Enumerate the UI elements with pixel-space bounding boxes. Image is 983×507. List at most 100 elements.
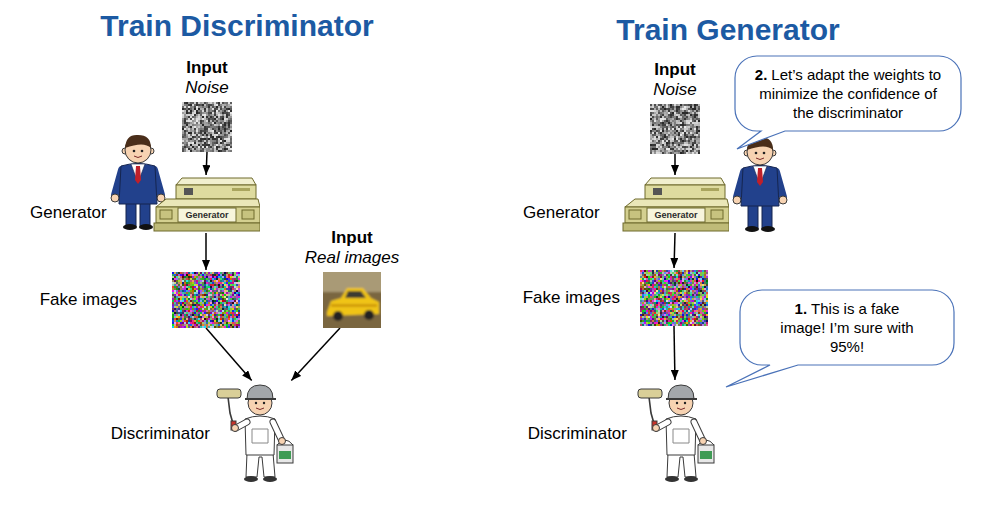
noise-pixel	[694, 112, 696, 114]
noise-pixel	[670, 108, 672, 110]
fake-pixel	[236, 308, 238, 310]
fake-pixel	[186, 280, 188, 282]
fake-pixel	[208, 306, 210, 308]
fake-pixel	[234, 326, 236, 328]
noise-pixel	[216, 136, 218, 138]
fake-pixel	[200, 326, 202, 328]
noise-pixel	[206, 148, 208, 150]
noise-pixel	[692, 126, 694, 128]
fake-pixel	[182, 304, 184, 306]
fake-pixel	[186, 298, 188, 300]
fake-pixel	[216, 280, 218, 282]
fake-pixel	[194, 314, 196, 316]
fake-pixel	[206, 282, 208, 284]
fake-pixel	[234, 276, 236, 278]
fake-pixel	[188, 276, 190, 278]
fake-pixel	[220, 296, 222, 298]
fake-pixel	[222, 280, 224, 282]
noise-pixel	[192, 104, 194, 106]
noise-pixel	[690, 124, 692, 126]
noise-pixel	[192, 136, 194, 138]
fake-pixel	[208, 296, 210, 298]
fake-pixel	[234, 274, 236, 276]
fake-pixel	[184, 306, 186, 308]
noise-pixel	[218, 150, 220, 152]
noise-pixel	[216, 138, 218, 140]
fake-pixel	[220, 276, 222, 278]
noise-pixel	[682, 126, 684, 128]
fake-pixel	[214, 272, 216, 274]
noise-pixel	[218, 104, 220, 106]
noise-pixel	[220, 148, 222, 150]
noise-pixel	[214, 126, 216, 128]
fake-pixel	[198, 326, 200, 328]
machine-top	[176, 178, 256, 185]
fake-pixel	[236, 318, 238, 320]
noise-pixel	[228, 150, 230, 152]
noise-pixel	[654, 114, 656, 116]
noise-pixel	[214, 140, 216, 142]
fake-pixel	[200, 282, 202, 284]
fake-pixel	[208, 316, 210, 318]
noise-pixel	[668, 120, 670, 122]
noise-pixel	[204, 114, 206, 116]
fake-pixel	[206, 286, 208, 288]
fake-pixel	[192, 284, 194, 286]
fake-pixel	[218, 312, 220, 314]
fake-pixel	[220, 320, 222, 322]
fake-pixel	[200, 298, 202, 300]
fake-pixel	[172, 298, 174, 300]
fake-pixel	[190, 314, 192, 316]
noise-pixel	[204, 142, 206, 144]
noise-pixel	[198, 130, 200, 132]
fake-pixel	[174, 306, 176, 308]
fake-pixel	[190, 326, 192, 328]
fake-pixel	[186, 288, 188, 290]
fake-pixel	[232, 316, 234, 318]
noise-pixel	[188, 128, 190, 130]
fake-pixel	[226, 324, 228, 326]
noise-pixel	[222, 140, 224, 142]
noise-pixel	[188, 134, 190, 136]
fake-pixel	[216, 286, 218, 288]
fake-pixel	[238, 290, 240, 292]
fake-pixel	[194, 316, 196, 318]
fake-pixel	[172, 320, 174, 322]
fake-pixel	[198, 296, 200, 298]
noise-pixel	[204, 108, 206, 110]
noise-pixel	[684, 120, 686, 122]
noise-pixel	[656, 116, 658, 118]
noise-pixel	[686, 122, 688, 124]
fake-pixel	[234, 318, 236, 320]
noise-pixel	[210, 106, 212, 108]
noise-pixel	[188, 118, 190, 120]
noise-pixel	[200, 124, 202, 126]
noise-pixel	[230, 140, 232, 142]
noise-pixel	[182, 106, 184, 108]
fake-pixel	[180, 316, 182, 318]
noise-pixel	[190, 128, 192, 130]
noise-pixel	[226, 126, 228, 128]
noise-pixel	[184, 110, 186, 112]
fake-pixel	[232, 308, 234, 310]
noise-pixel	[198, 120, 200, 122]
noise-pixel	[674, 118, 676, 120]
fake-pixel	[186, 302, 188, 304]
noise-pixel	[668, 110, 670, 112]
fake-pixel	[182, 320, 184, 322]
noise-pixel	[184, 128, 186, 130]
noise-pixel	[680, 112, 682, 114]
fake-pixel	[174, 300, 176, 302]
noise-pixel	[214, 146, 216, 148]
noise-pixel	[190, 110, 192, 112]
fake-pixel	[214, 320, 216, 322]
fake-pixel	[178, 286, 180, 288]
fake-pixel	[188, 304, 190, 306]
noise-pixel	[182, 114, 184, 116]
noise-pixel	[208, 104, 210, 106]
noise-pixel	[190, 130, 192, 132]
noise-pixel	[184, 118, 186, 120]
fake-pixel	[206, 284, 208, 286]
noise-pixel	[204, 110, 206, 112]
fake-pixel	[220, 282, 222, 284]
